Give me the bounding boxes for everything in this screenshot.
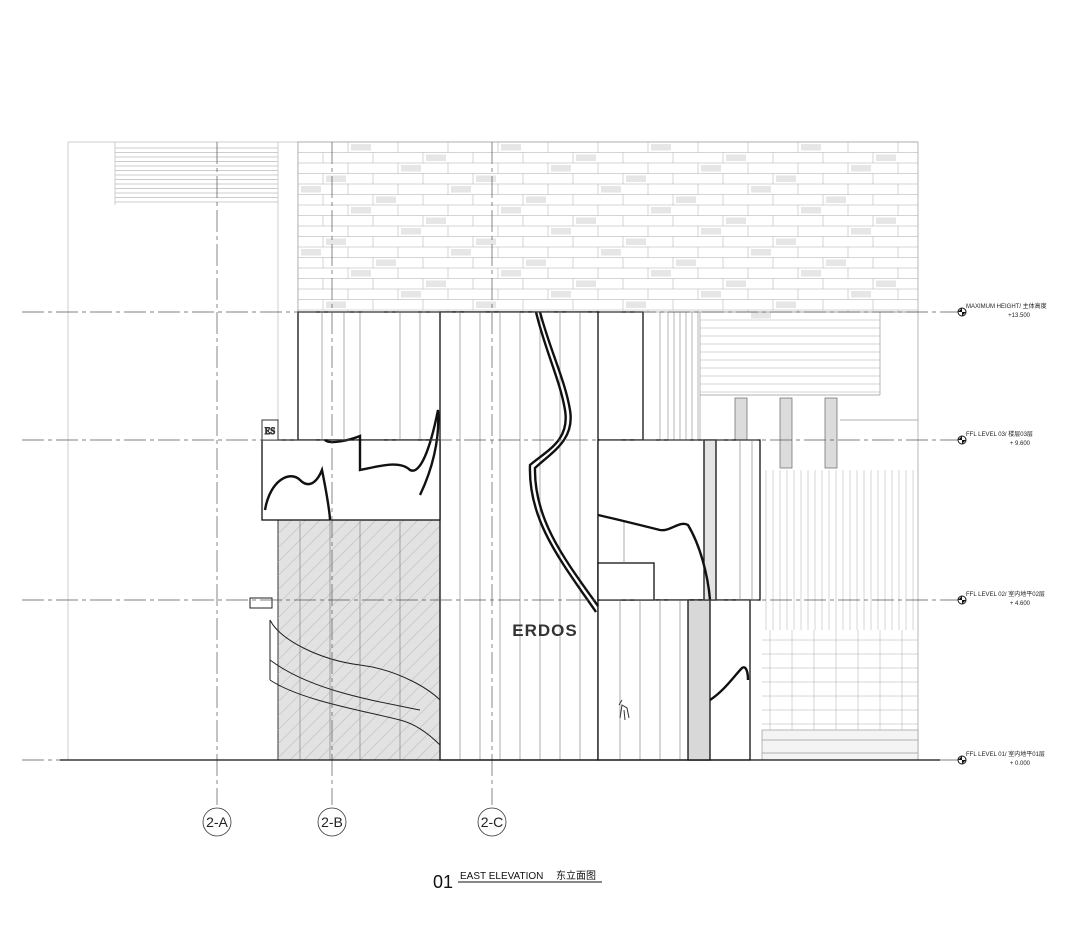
grid-axis-label: 2-A <box>206 814 228 830</box>
level-elevation: + 0.000 <box>1010 761 1031 767</box>
curved-balcony-lines <box>249 597 441 746</box>
grid-axes: 2-A 2-B 2-C <box>202 142 507 837</box>
grid-axis: 2-B <box>317 142 347 837</box>
sculptural-curves <box>263 311 750 701</box>
level-elevation: +13.500 <box>1008 313 1031 319</box>
level-marker: FFL LEVEL 01/ 室内地平01层 + 0.000 <box>957 750 1045 767</box>
title-english: EAST ELEVATION <box>460 871 543 882</box>
background-building-right <box>659 311 919 761</box>
grid-axis: 2-A <box>202 142 232 837</box>
level-label: MAXIMUM HEIGHT/ 主体高度 <box>966 302 1047 310</box>
grid-axis-label: 2-C <box>481 814 504 830</box>
background-building-left <box>67 141 918 760</box>
level-marker: MAXIMUM HEIGHT/ 主体高度 +13.500 <box>957 302 1047 319</box>
logo-plaque: ES <box>261 419 279 441</box>
level-label: FFL LEVEL 01/ 室内地平01层 <box>966 750 1045 758</box>
level-marker: FFL LEVEL 03/ 楼层03层 + 9.600 <box>957 430 1033 447</box>
brick-wall-background <box>297 141 919 319</box>
level-label: FFL LEVEL 03/ 楼层03层 <box>966 430 1033 438</box>
drawing-title: 01 EAST ELEVATION 东立面图 <box>433 869 602 892</box>
main-building-volumes <box>261 311 761 761</box>
level-label: FFL LEVEL 02/ 室内地平02层 <box>966 590 1045 598</box>
level-elevation: + 9.600 <box>1010 441 1031 447</box>
level-marker: FFL LEVEL 02/ 室内地平02层 + 4.600 <box>957 590 1045 607</box>
title-chinese: 东立面图 <box>556 869 596 882</box>
level-elevation: + 4.600 <box>1010 601 1031 607</box>
glazing-hatched-area <box>277 519 441 761</box>
grid-axis: 2-C <box>477 142 507 837</box>
svg-text:ES: ES <box>265 426 276 436</box>
goat-logo-icon <box>618 699 630 721</box>
erdos-facade-sign: ERDOS <box>512 621 577 640</box>
title-number: 01 <box>433 872 453 892</box>
grid-axis-label: 2-B <box>321 814 343 830</box>
